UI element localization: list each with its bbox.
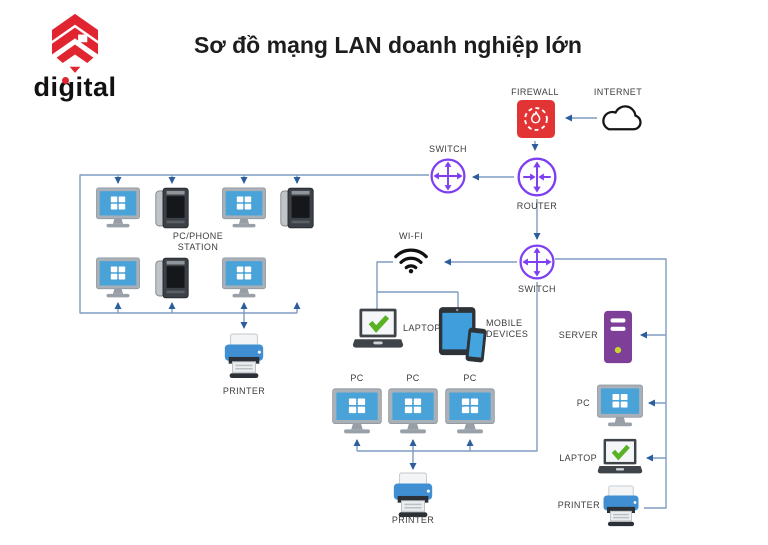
pc-right-icon (596, 384, 644, 428)
laptop-label: LAPTOP (403, 323, 441, 333)
server-label: SERVER (558, 330, 598, 340)
pc-icon (331, 388, 383, 435)
pc-icon (444, 388, 496, 435)
mobile-devices-icon (437, 304, 487, 364)
pc-right-label: PC (576, 398, 590, 408)
printer-right-icon (600, 484, 642, 528)
floor-printer-label: PRINTER (391, 515, 435, 525)
brand-logo-icon (42, 10, 108, 76)
pc3-label: PC (463, 373, 477, 383)
firewall-icon (517, 100, 555, 138)
station-printer-icon (221, 332, 267, 380)
server-icon (602, 309, 634, 365)
station-pc-icon (95, 187, 141, 229)
station-phone-icon (279, 186, 315, 230)
pc1-label: PC (350, 373, 364, 383)
printer-right-label: PRINTER (557, 500, 600, 510)
router-label: ROUTER (516, 201, 558, 211)
internet-cloud-icon (596, 100, 648, 136)
logo-red-dot (62, 77, 69, 84)
floor-printer-icon (390, 471, 436, 519)
station-printer-label: PRINTER (222, 386, 266, 396)
laptop-right-icon (597, 438, 643, 476)
firewall-label: FIREWALL (511, 87, 559, 97)
pc-icon (387, 388, 439, 435)
mobile-devices-label: MOBILE DEVICES (486, 318, 529, 339)
station-pc-icon (95, 257, 141, 299)
router-icon (515, 155, 559, 199)
switch-top-icon (429, 157, 467, 195)
page-title: Sơ đồ mạng LAN doanh nghiệp lớn (194, 32, 582, 58)
station-phone-icon (154, 256, 190, 300)
station-pc-icon (221, 187, 267, 229)
station-pc-icon (221, 257, 267, 299)
switch-mid-label: SWITCH (518, 284, 556, 294)
laptop-icon (352, 307, 404, 351)
switch-mid-icon (518, 243, 556, 281)
station-label: PC/PHONE STATION (172, 231, 224, 252)
switch-top-label: SWITCH (429, 144, 467, 154)
internet-label: INTERNET (593, 87, 643, 97)
station-phone-icon (154, 186, 190, 230)
wifi-label: WI-FI (399, 231, 423, 241)
pc2-label: PC (406, 373, 420, 383)
brand-logo-text: digital (33, 72, 117, 102)
wifi-icon (392, 245, 430, 274)
laptop-right-label: LAPTOP (559, 453, 597, 463)
